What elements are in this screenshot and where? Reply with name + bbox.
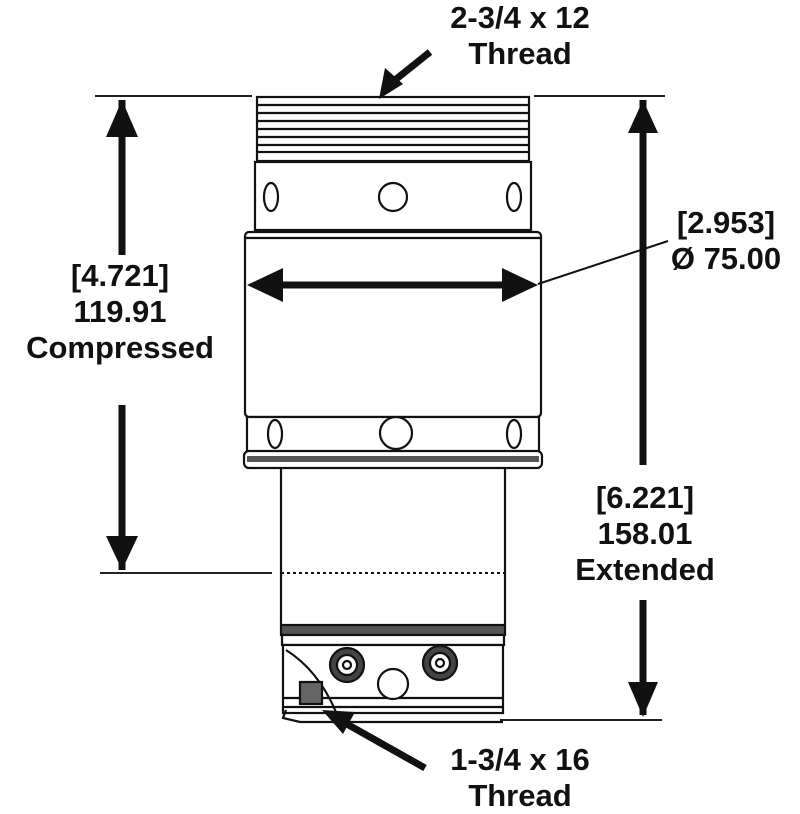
lower-collar bbox=[242, 415, 544, 470]
upper-collar bbox=[253, 152, 533, 232]
main-barrel bbox=[243, 230, 543, 419]
extended-inches: [6.221] bbox=[595, 480, 695, 515]
diameter-label: [2.953] Ø 75.00 bbox=[646, 205, 800, 277]
grease-fitting-icon bbox=[328, 646, 366, 684]
hole-icon bbox=[505, 181, 523, 213]
diameter-dimension-arrow bbox=[247, 240, 669, 302]
hole-icon bbox=[505, 418, 523, 450]
bottom-thread-leader-arrow bbox=[322, 710, 427, 772]
bottom-fitting bbox=[279, 623, 507, 724]
shaft bbox=[279, 468, 507, 625]
bottom-thread-label: 1-3/4 x 16 Thread bbox=[425, 742, 615, 814]
extended-dimension-arrow bbox=[628, 100, 658, 717]
top-thread-text: Thread bbox=[468, 36, 572, 71]
bottom-thread-size: 1-3/4 x 16 bbox=[450, 742, 590, 777]
top-thread bbox=[255, 95, 531, 154]
extended-mm: 158.01 bbox=[597, 516, 693, 551]
top-thread-size: 2-3/4 x 12 bbox=[450, 0, 590, 35]
extension-lines bbox=[95, 95, 665, 721]
bottom-thread-text: Thread bbox=[468, 778, 572, 813]
hole-icon bbox=[378, 415, 414, 451]
compressed-text: Compressed bbox=[26, 330, 214, 365]
hole-icon bbox=[262, 181, 280, 213]
diameter-inches: [2.953] bbox=[676, 205, 776, 240]
compressed-dimension-arrow bbox=[106, 100, 138, 570]
extended-text: Extended bbox=[575, 552, 715, 587]
compressed-inches: [4.721] bbox=[70, 258, 170, 293]
extended-label: [6.221] 158.01 Extended bbox=[560, 480, 730, 588]
diameter-mm: Ø 75.00 bbox=[670, 241, 782, 276]
grease-fitting-icon bbox=[421, 644, 459, 682]
hole-icon bbox=[376, 667, 410, 701]
compressed-label: [4.721] 119.91 Compressed bbox=[0, 258, 240, 366]
top-thread-leader-arrow bbox=[379, 49, 433, 99]
top-thread-label: 2-3/4 x 12 Thread bbox=[428, 0, 612, 72]
hole-icon bbox=[266, 418, 284, 450]
compressed-mm: 119.91 bbox=[73, 294, 167, 329]
hole-icon bbox=[377, 181, 409, 213]
